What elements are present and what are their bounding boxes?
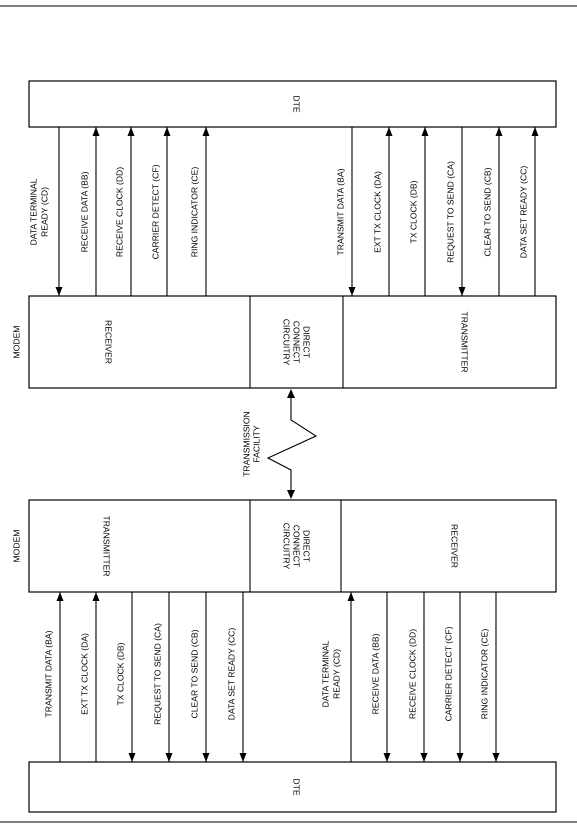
- top-signal-arrow-4: [163, 127, 171, 136]
- top-signal-label-7: EXT TX CLOCK (DA): [372, 171, 382, 253]
- svg-text:DATA TERMINAL: DATA TERMINAL: [28, 178, 38, 245]
- bottom-signal-arrow-4: [165, 753, 173, 762]
- svg-text:DATA SET READY (CC): DATA SET READY (CC): [518, 166, 528, 259]
- top-modem-box: [28, 295, 557, 389]
- bottom-modem-box: [28, 499, 557, 593]
- svg-text:TX CLOCK (DB): TX CLOCK (DB): [408, 180, 418, 243]
- bottom-signal-label-9: RECEIVE CLOCK (DD): [407, 629, 417, 719]
- svg-text:READY (CD): READY (CD): [331, 649, 341, 699]
- svg-text:DIRECT: DIRECT: [302, 530, 312, 563]
- bottom-signal-lines: TRANSMIT DATA (BA) EXT TX CLOCK (DA) TX CL…: [43, 592, 500, 762]
- top-dte-label: DTE: [292, 95, 302, 112]
- top-signal-arrow-8: [421, 127, 429, 136]
- svg-text:CIRCUITRY: CIRCUITRY: [282, 523, 292, 570]
- svg-text:RING INDICATOR (CE): RING INDICATOR (CE): [479, 629, 489, 720]
- top-signal-label-2: RECEIVE DATA (BB): [79, 171, 89, 252]
- svg-text:RECEIVE DATA (BB): RECEIVE DATA (BB): [79, 171, 89, 252]
- top-direct-connect-label: DIRECT CONNECT CIRCUITRY: [282, 319, 312, 366]
- top-dte-box: [28, 80, 557, 128]
- top-signal-label-10: CLEAR TO SEND (CB): [482, 167, 492, 256]
- bottom-signal-label-8: RECEIVE DATA (BB): [370, 633, 380, 714]
- bottom-signal-arrow-11: [492, 753, 500, 762]
- top-transmitter-label: TRANSMITTER: [460, 311, 470, 372]
- top-signal-label-8: TX CLOCK (DB): [408, 180, 418, 243]
- top-signal-arrow-2: [92, 127, 100, 136]
- top-signal-arrow-5: [202, 127, 210, 136]
- svg-text:EXT TX CLOCK (DA): EXT TX CLOCK (DA): [372, 171, 382, 253]
- bottom-receiver-label: RECEIVER: [450, 524, 460, 568]
- top-signal-arrow-6: [348, 287, 356, 296]
- top-signal-label-3: RECEIVE CLOCK (DD): [114, 167, 124, 257]
- svg-text:RING INDICATOR (CE): RING INDICATOR (CE): [189, 167, 199, 258]
- svg-text:FACILITY: FACILITY: [251, 425, 261, 463]
- svg-text:REQUEST TO SEND (CA): REQUEST TO SEND (CA): [152, 623, 162, 725]
- bottom-signal-arrow-3: [128, 753, 136, 762]
- svg-text:TRANSMISSION: TRANSMISSION: [241, 411, 251, 476]
- top-signal-label-11: DATA SET READY (CC): [518, 166, 528, 259]
- top-modem-label: MODEM: [11, 326, 21, 359]
- svg-text:REQUEST TO SEND (CA): REQUEST TO SEND (CA): [445, 161, 455, 263]
- svg-text:DATA SET READY (CC): DATA SET READY (CC): [226, 628, 236, 721]
- svg-text:CIRCUITRY: CIRCUITRY: [282, 319, 292, 366]
- top-receiver-label: RECEIVER: [104, 320, 114, 364]
- top-signal-arrow-11: [531, 127, 539, 136]
- transmission-arrow-up: [287, 389, 295, 398]
- top-signal-label-4: CARRIER DETECT (CF): [150, 164, 160, 259]
- bottom-signal-label-3: TX CLOCK (DB): [115, 642, 125, 705]
- top-signal-arrow-1: [55, 287, 63, 296]
- bottom-dte-box: [28, 761, 557, 813]
- svg-text:DATA TERMINAL: DATA TERMINAL: [320, 640, 330, 707]
- bottom-signal-label-10: CARRIER DETECT (CF): [443, 626, 453, 721]
- bottom-signal-label-11: RING INDICATOR (CE): [479, 629, 489, 720]
- svg-text:EXT TX CLOCK (DA): EXT TX CLOCK (DA): [79, 633, 89, 715]
- bottom-signal-label-1: TRANSMIT DATA (BA): [43, 630, 53, 717]
- top-signal-arrow-10: [495, 127, 503, 136]
- bottom-signal-arrow-7: [347, 592, 355, 601]
- top-signal-label-9: REQUEST TO SEND (CA): [445, 161, 455, 263]
- svg-text:CARRIER DETECT (CF): CARRIER DETECT (CF): [443, 626, 453, 721]
- top-signal-arrow-7: [385, 127, 393, 136]
- bottom-signal-arrow-6: [239, 753, 247, 762]
- bottom-direct-connect-label: DIRECT CONNECT CIRCUITRY: [282, 523, 312, 570]
- svg-text:TRANSMIT DATA (BA): TRANSMIT DATA (BA): [43, 630, 53, 717]
- bottom-modem-label: MODEM: [11, 530, 21, 563]
- bottom-signal-label-6: DATA SET READY (CC): [226, 628, 236, 721]
- bottom-dte-label: DTE: [292, 778, 302, 795]
- top-signal-label-6: TRANSMIT DATA (BA): [335, 168, 345, 255]
- transmission-arrow-down: [287, 490, 295, 499]
- transmission-facility-zigzag: [266, 396, 318, 492]
- svg-text:CONNECT: CONNECT: [292, 321, 302, 364]
- svg-text:READY (CD): READY (CD): [39, 187, 49, 237]
- top-signal-arrow-3: [127, 127, 135, 136]
- bottom-signal-label-2: EXT TX CLOCK (DA): [79, 633, 89, 715]
- bottom-signal-arrow-8: [383, 753, 391, 762]
- svg-text:DIRECT: DIRECT: [302, 326, 312, 359]
- top-signal-arrow-9: [458, 287, 466, 296]
- svg-text:CLEAR TO SEND (CB): CLEAR TO SEND (CB): [482, 167, 492, 256]
- svg-text:RECEIVE CLOCK (DD): RECEIVE CLOCK (DD): [407, 629, 417, 719]
- svg-text:TX CLOCK (DB): TX CLOCK (DB): [115, 642, 125, 705]
- bottom-signal-label-5: CLEAR TO SEND (CB): [189, 629, 199, 718]
- bottom-signal-arrow-1: [56, 592, 64, 601]
- svg-text:CARRIER DETECT (CF): CARRIER DETECT (CF): [150, 164, 160, 259]
- bottom-transmitter-label: TRANSMITTER: [102, 515, 112, 576]
- transmission-facility-label: TRANSMISSION FACILITY: [241, 411, 261, 476]
- svg-text:CONNECT: CONNECT: [292, 525, 302, 568]
- bottom-signal-label-4: REQUEST TO SEND (CA): [152, 623, 162, 725]
- bottom-signal-arrow-5: [202, 753, 210, 762]
- bottom-signal-arrow-10: [456, 753, 464, 762]
- svg-text:RECEIVE DATA (BB): RECEIVE DATA (BB): [370, 633, 380, 714]
- bottom-signal-arrow-9: [420, 753, 428, 762]
- bottom-signal-arrow-2: [92, 592, 100, 601]
- svg-text:TRANSMIT DATA (BA): TRANSMIT DATA (BA): [335, 168, 345, 255]
- top-signal-label-5: RING INDICATOR (CE): [189, 167, 199, 258]
- svg-text:CLEAR TO SEND (CB): CLEAR TO SEND (CB): [189, 629, 199, 718]
- svg-text:RECEIVE CLOCK (DD): RECEIVE CLOCK (DD): [114, 167, 124, 257]
